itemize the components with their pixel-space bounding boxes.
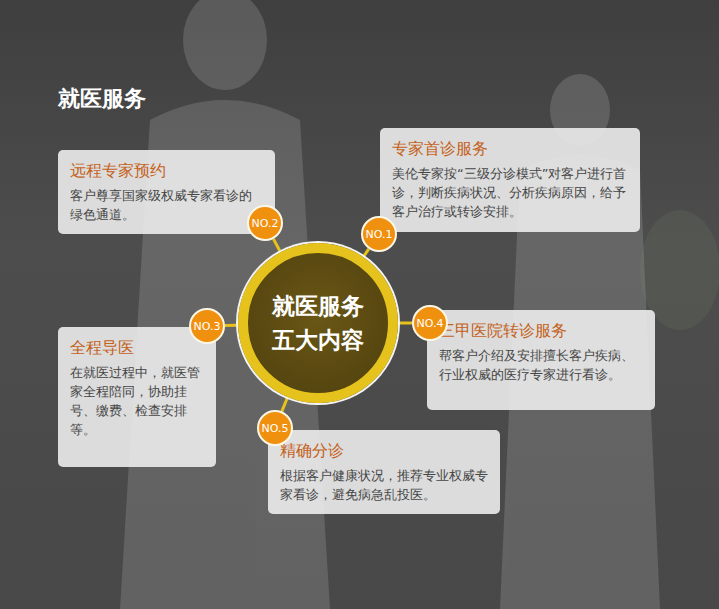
box-heading: 远程专家预约 [70, 160, 263, 182]
spoke-line [225, 324, 238, 327]
callout-number: NO.4 [412, 305, 448, 341]
box-body: 帮客户介绍及安排擅长客户疾病、行业权威的医疗专家进行看诊。 [439, 346, 643, 384]
box-heading: 专家首诊服务 [392, 138, 628, 160]
box-heading: 精确分诊 [280, 440, 488, 462]
page-title: 就医服务 [58, 84, 146, 114]
box-body: 客户尊享国家级权威专家看诊的绿色通道。 [70, 186, 263, 224]
callout-number-text: NO.1 [366, 228, 393, 241]
service-box: 全程导医在就医过程中，就医管家全程陪同，协助挂号、缴费、检查安排等。 [58, 327, 216, 467]
center-label: 就医服务 五大内容 [266, 289, 370, 357]
spoke-line [282, 397, 288, 411]
service-box: 三甲医院转诊服务帮客户介绍及安排擅长客户疾病、行业权威的医疗专家进行看诊。 [427, 310, 655, 410]
callout-number-text: NO.3 [194, 320, 221, 333]
service-box: 专家首诊服务美伦专家按“三级分诊模式”对客户进行首诊，判断疾病状况、分析疾病原因… [380, 128, 640, 232]
callout-number: NO.5 [257, 410, 293, 446]
center-circle: 就医服务 五大内容 [238, 243, 398, 403]
spoke-line [363, 249, 369, 257]
box-heading: 全程导医 [70, 337, 204, 359]
callout-number-text: NO.4 [417, 317, 444, 330]
spoke-line [273, 239, 280, 252]
callout-number-text: NO.2 [252, 217, 279, 230]
box-body: 在就医过程中，就医管家全程陪同，协助挂号、缴费、检查安排等。 [70, 363, 204, 439]
service-box: 远程专家预约客户尊享国家级权威专家看诊的绿色通道。 [58, 150, 275, 234]
box-body: 美伦专家按“三级分诊模式”对客户进行首诊，判断疾病状况、分析疾病原因，给予客户治… [392, 164, 628, 221]
box-heading: 三甲医院转诊服务 [439, 320, 643, 342]
service-box: 精确分诊根据客户健康状况，推荐专业权威专家看诊，避免病急乱投医。 [268, 430, 500, 514]
callout-number: NO.3 [189, 308, 225, 344]
callout-number: NO.2 [247, 205, 283, 241]
callout-number: NO.1 [361, 216, 397, 252]
box-body: 根据客户健康状况，推荐专业权威专家看诊，避免病急乱投医。 [280, 466, 488, 504]
spoke-line [398, 322, 412, 325]
callout-number-text: NO.5 [262, 422, 289, 435]
